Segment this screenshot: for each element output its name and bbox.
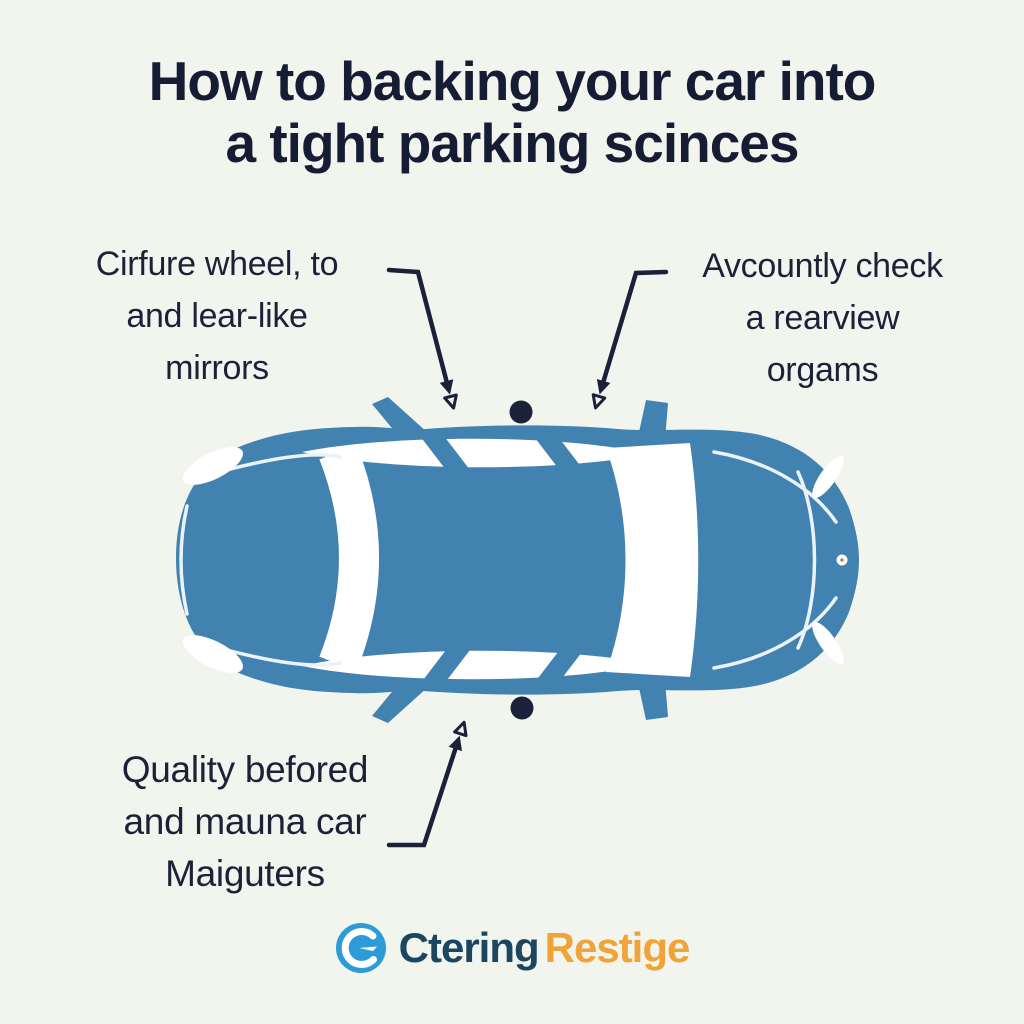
arrow-bottom-callout — [386, 720, 468, 848]
callout-right-line-3: orgams — [766, 351, 879, 389]
reference-dot-bottom — [510, 696, 534, 720]
car-taillights — [812, 456, 844, 664]
page-title: How to backing your car into a tight par… — [0, 50, 1024, 174]
car-panel-lines — [179, 450, 838, 670]
callout-right-line-1: Avcountly check — [702, 247, 943, 285]
circle-g-icon — [335, 923, 386, 973]
brand-name-primary: Ctering — [398, 924, 540, 971]
callout-left-line-3: mirrors — [165, 349, 269, 387]
car-emblem — [836, 554, 848, 566]
callout-bottom-line-1: Quality befored — [121, 749, 369, 790]
callout-bottom-line-3: Maiguters — [165, 853, 325, 894]
callout-left-line-1: Cirfure wheel, to — [95, 245, 339, 283]
page-title-line-2: a tight parking scinces — [225, 112, 799, 174]
callout-left: Cirfure wheel, to and lear-like mirrors — [42, 238, 392, 394]
car-headlights — [183, 447, 243, 673]
reference-dot-top — [509, 400, 533, 424]
arrow-left-callout — [386, 267, 458, 410]
callout-left-line-2: and lear-like — [126, 297, 308, 335]
page-title-line-1: How to backing your car into — [148, 50, 877, 112]
callout-right-line-2: a rearview — [745, 299, 900, 337]
car-windshield — [319, 444, 379, 672]
brand-name-secondary: Restige — [544, 924, 691, 971]
callout-bottom-line-2: and mauna car — [123, 801, 367, 842]
arrow-right-callout — [591, 269, 669, 410]
car-rear-window — [606, 443, 699, 677]
callout-bottom: Quality befored and mauna car Maiguters — [75, 744, 415, 900]
callout-right: Avcountly check a rearview orgams — [655, 240, 990, 396]
car-side-windows — [302, 434, 648, 686]
